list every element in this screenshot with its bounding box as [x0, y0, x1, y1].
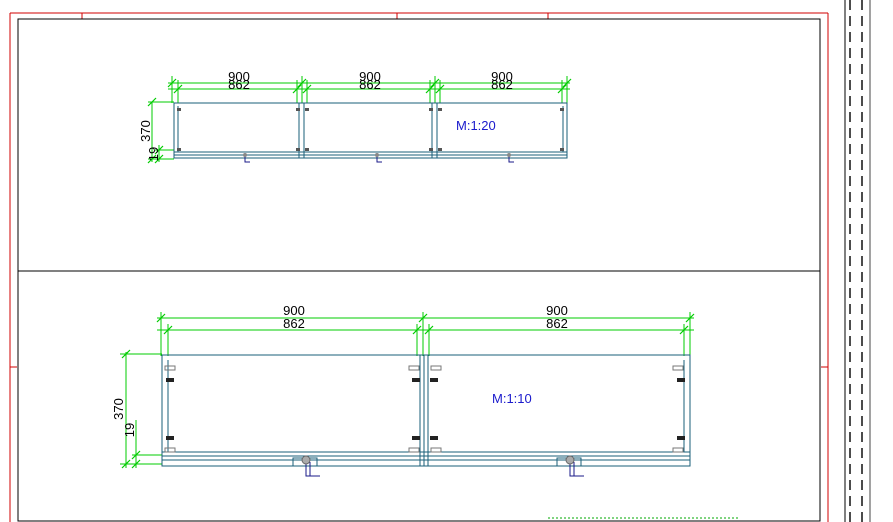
bottom-dimension-labels: 900 862 900 862 370 19 [111, 303, 568, 437]
top-width-outer-1: 900 [228, 69, 250, 84]
bottom-width-inner-2: 862 [546, 316, 568, 331]
top-width-inner-2: 862 [359, 77, 381, 92]
top-view[interactable]: 900 862 900 862 900 862 370 19 [138, 69, 572, 164]
top-scale-label: M:1:20 [456, 118, 496, 133]
top-width-outer-3: 900 [491, 69, 513, 84]
bottom-width-outer-1: 900 [283, 303, 305, 318]
top-cabinets[interactable] [173, 102, 568, 163]
bottom-dimensions [120, 312, 695, 469]
bottom-depth-label: 370 [111, 398, 126, 420]
bottom-width-outer-2: 900 [546, 303, 568, 318]
top-width-outer-2: 900 [359, 69, 381, 84]
bottom-cabinets[interactable] [161, 354, 691, 477]
bottom-width-inner-1: 862 [283, 316, 305, 331]
bottom-panel-label: 19 [122, 423, 137, 437]
top-dimension-labels: 900 862 900 862 900 862 370 19 [138, 69, 513, 161]
bottom-scale-label: M:1:10 [492, 391, 532, 406]
top-width-inner-3: 862 [491, 77, 513, 92]
top-panel-label: 19 [146, 147, 161, 161]
bottom-view[interactable]: 900 862 900 862 370 19 [111, 303, 695, 477]
top-width-inner-1: 862 [228, 77, 250, 92]
top-depth-label: 370 [138, 120, 153, 142]
top-dimensions [147, 76, 572, 164]
